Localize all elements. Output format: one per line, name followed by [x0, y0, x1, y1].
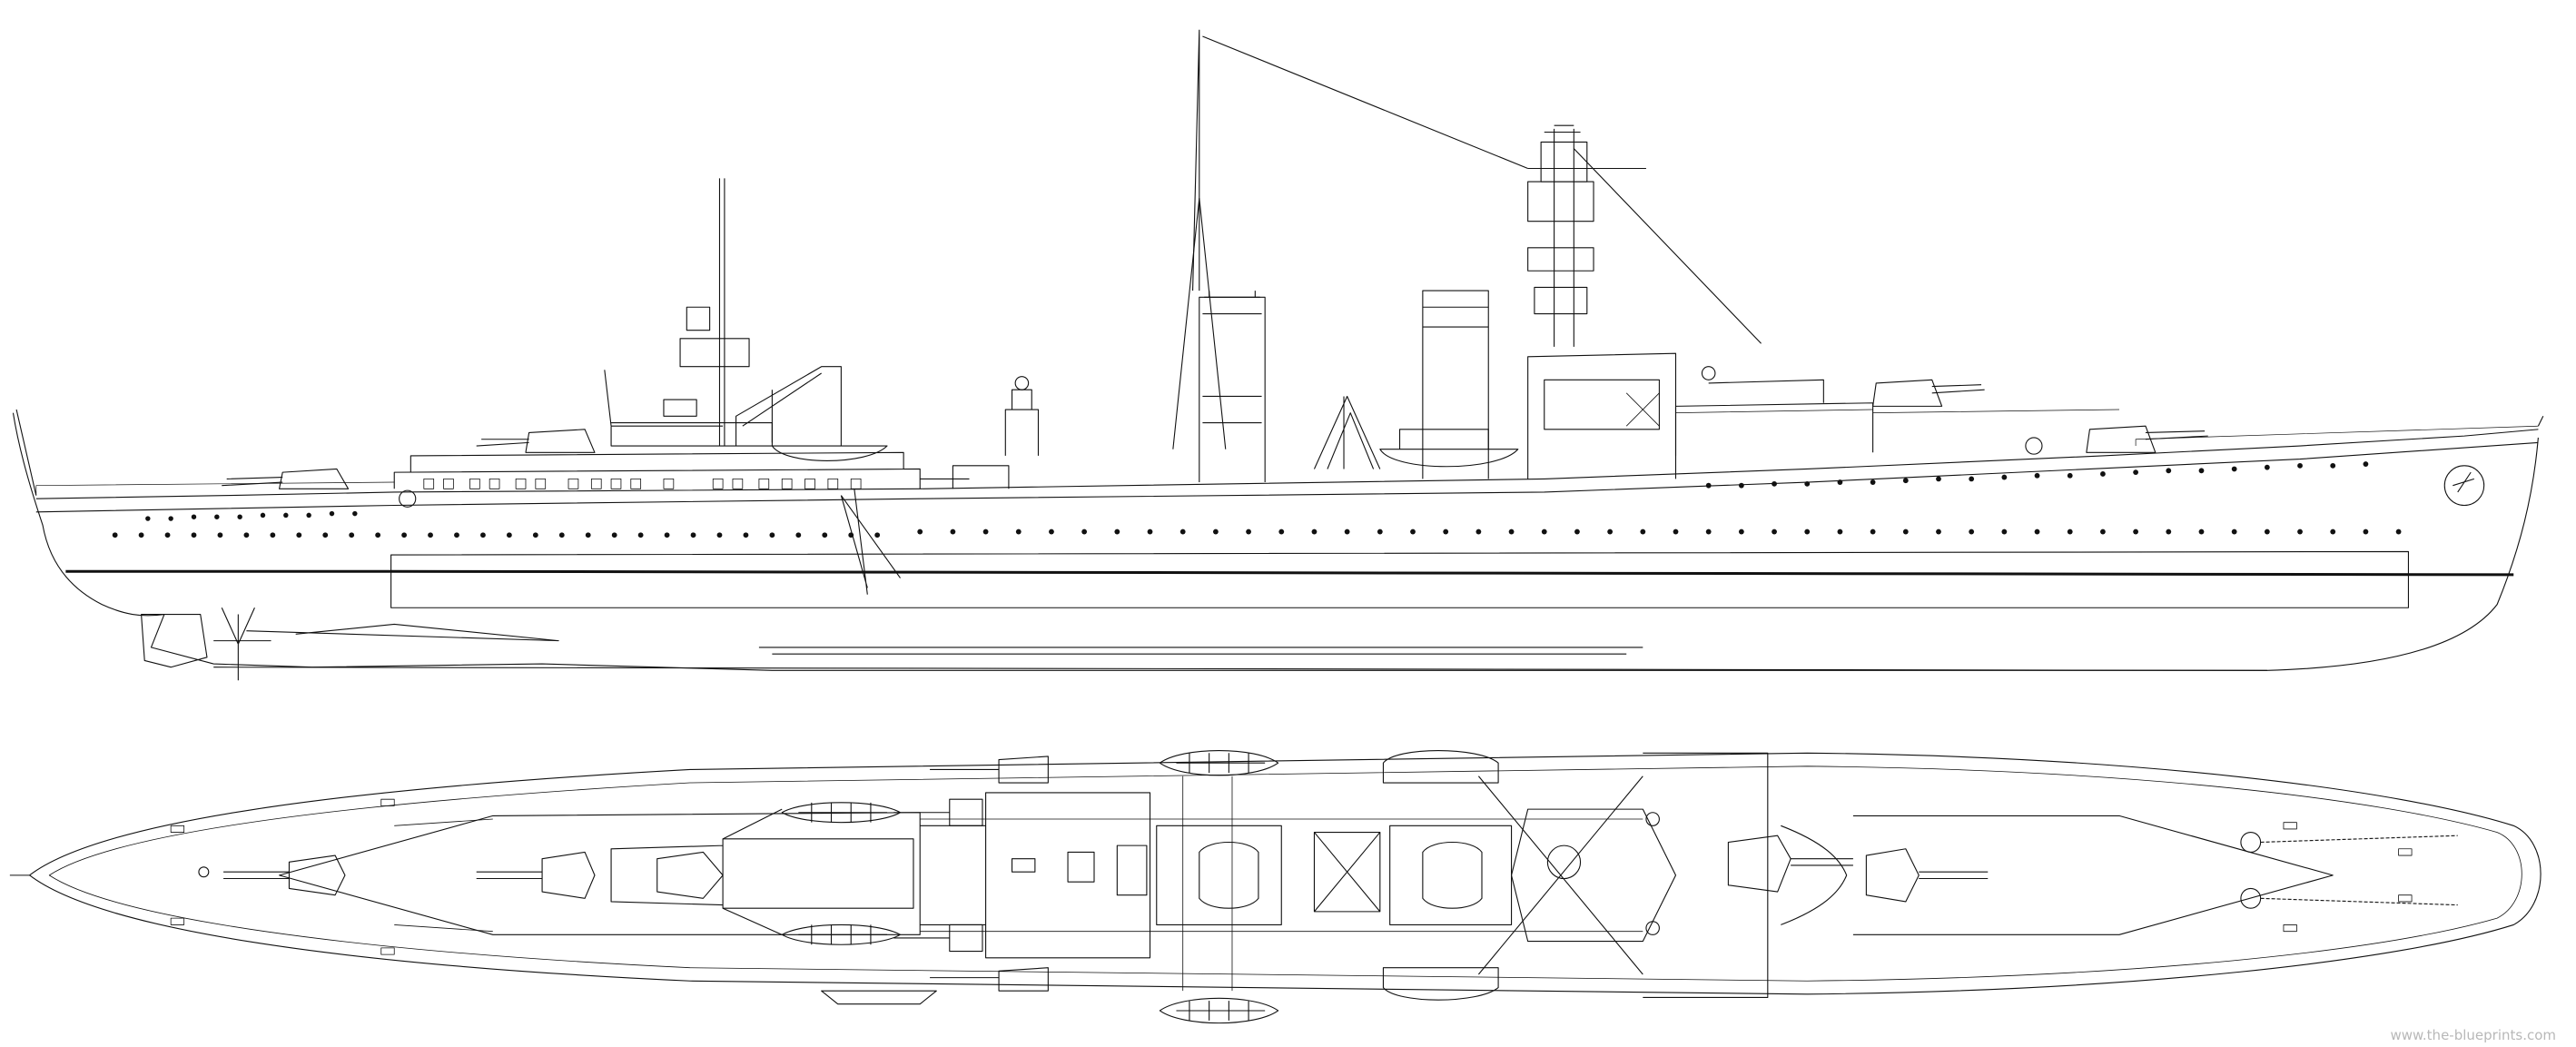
- watermark-text: www.the-blueprints.com: [2390, 1027, 2556, 1043]
- plan-crane-x: [1314, 833, 1379, 912]
- plan-deck-edge: [49, 766, 2522, 981]
- plan-turret-a: [1866, 849, 1988, 902]
- keel-line: [213, 667, 2267, 671]
- plan-anchor-chain-starboard: [2241, 888, 2458, 908]
- plan-funnel-fore: [1423, 842, 1482, 908]
- plan-quarterdeck: [280, 813, 921, 935]
- turret-aft-upper: [477, 430, 595, 452]
- funnel-fore: [1423, 291, 1488, 479]
- jackstaff-stern: [16, 410, 36, 496]
- plan-stern-boat: [822, 991, 937, 1004]
- foremast-tower: [1528, 125, 1762, 347]
- plan-hatch-c: [1117, 845, 1147, 895]
- plan-aft-deck-inner: [394, 819, 493, 932]
- aft-superstructure-windows: [424, 479, 861, 489]
- anchor-hawse: [2444, 466, 2483, 506]
- plan-aft-superstructure: [611, 839, 913, 908]
- plan-aft-control: [657, 852, 723, 898]
- aft-crane: [736, 367, 842, 446]
- plan-capstan-aft: [199, 867, 209, 877]
- plan-boat-aft-port: [782, 803, 900, 823]
- plan-hatch-b: [1068, 852, 1094, 882]
- lifebuoy-aft: [400, 490, 416, 507]
- amidships-boat: [1380, 430, 1518, 467]
- aft-boat: [772, 446, 887, 460]
- aft-superstructure: [394, 452, 920, 489]
- porthole-row-forecastle: [1705, 461, 2369, 489]
- searchlight-tower: [1005, 390, 1038, 456]
- porthole-row-stern: [145, 510, 358, 521]
- plan-aft-davits: [723, 809, 782, 934]
- plan-funnel-aft-area: [1157, 825, 1282, 924]
- plan-turret-d: [223, 855, 345, 895]
- anchor: [2453, 472, 2474, 492]
- plan-foremast-top: [1547, 845, 1580, 878]
- plan-hull-outline: [30, 753, 2541, 994]
- turret-aft-lower: [222, 469, 348, 489]
- bridge-superstructure: [1528, 353, 1676, 479]
- aft-mast: [605, 178, 749, 446]
- plan-midship-rails: [920, 776, 1643, 991]
- plan-turret-c: [477, 852, 595, 898]
- funnel-aft: [1199, 291, 1265, 482]
- forecastle-deckhouse-rail: [1675, 410, 2119, 413]
- bow-stem: [2538, 416, 2542, 426]
- plan-bridge: [1512, 809, 1676, 941]
- plan-turret-b: [1728, 835, 1853, 892]
- plan-hatch-a: [1012, 859, 1035, 873]
- armour-belt: [391, 551, 2409, 607]
- rudder: [142, 615, 207, 667]
- main-mast-rigging: [1173, 198, 1226, 449]
- plan-view: [10, 751, 2541, 1023]
- amidships-crane: [1314, 396, 1379, 469]
- deck-line: [36, 430, 2539, 499]
- plan-funnel-fore-area: [1390, 825, 1512, 924]
- plan-torpedo-mounts: [893, 756, 1048, 991]
- waterline-stripe: [65, 571, 2513, 575]
- propeller: [213, 607, 271, 680]
- plan-deck-fittings: [171, 799, 2412, 954]
- plan-fore-deckhouse: [1643, 753, 1768, 997]
- turret-fore-lower: [2087, 426, 2208, 452]
- aft-torpedo-tubes: [920, 466, 1009, 489]
- plan-breakwater: [1781, 825, 1846, 924]
- plan-forecastle: [1853, 815, 2333, 934]
- plan-boat-mid-port: [1160, 751, 1278, 775]
- plan-boat-mid-starboard: [1160, 998, 1278, 1022]
- side-profile-view: [13, 30, 2542, 681]
- main-mast-stay: [1202, 36, 1527, 168]
- plan-foremast-spar: [1478, 776, 1643, 974]
- aft-davit: [841, 489, 900, 594]
- propeller-shaft: [246, 624, 558, 640]
- turret-fore-upper: [1873, 380, 1985, 406]
- plan-boat-aft-starboard: [782, 924, 900, 944]
- plan-boats-fore: [1383, 751, 1498, 1001]
- porthole-row-upper: [112, 528, 2402, 538]
- bilge-keel: [759, 647, 1643, 654]
- plan-lifebuoy-2: [1646, 922, 1659, 935]
- plan-midship-deck: [920, 793, 1150, 958]
- bridge-windows: [1626, 393, 1659, 426]
- forward-deckhouse: [1675, 380, 1872, 456]
- plan-funnel-aft: [1199, 842, 1258, 908]
- lifebuoy-fore: [1702, 367, 1714, 380]
- lifebuoy-fore-2: [2026, 438, 2042, 454]
- plan-lifebuoy-1: [1646, 813, 1659, 826]
- searchlight: [1015, 377, 1028, 390]
- plan-anchor-chain-port: [2241, 833, 2458, 853]
- hull-outline: [13, 413, 2538, 671]
- deck-edge-line: [36, 442, 2539, 511]
- deck-railing: [36, 426, 2539, 495]
